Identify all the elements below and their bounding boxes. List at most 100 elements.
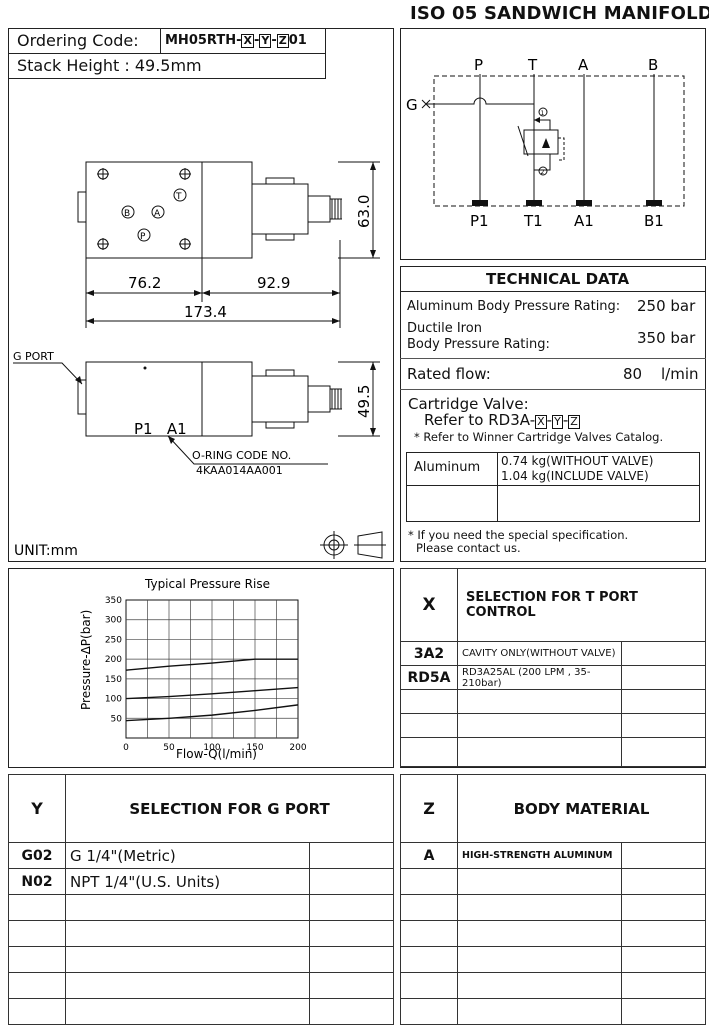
chart-series [125,658,299,722]
special-note-2: Please contact us. [416,541,521,555]
chart-xlabel: Flow-Q(l/min) [176,747,257,761]
special-note-1: * If you need the special specification. [408,528,629,542]
weight-without-valve: 0.74 kg(WITHOUT VALVE) [501,454,654,468]
chart-title: Typical Pressure Rise [144,577,270,591]
face-port-b: B [124,209,130,219]
unit-label: UNIT:mm [14,543,78,559]
table-row [400,868,706,895]
table-y: Y SELECTION FOR G PORT G02 G 1/4"(Metric… [8,774,394,1025]
ductile-value: 350 bar [637,329,696,347]
chart-ytick-label: 200 [105,655,122,665]
table-row: N02 NPT 1/4"(U.S. Units) [8,868,394,895]
cartridge-label: Cartridge Valve: [408,395,529,413]
chart-series-line-1 [125,686,299,700]
tech-divider-1 [400,358,706,359]
table-row [400,998,706,1025]
table-row [8,998,394,1025]
face-port-p: P [140,232,146,242]
schem-port-a1: A1 [574,212,594,230]
chart-xtick-label: 50 [163,743,175,753]
table-row [400,972,706,999]
code-prefix: MH05RTH- [165,33,242,48]
table-x: X SELECTION FOR T PORT CONTROL 3A2 CAVIT… [400,568,706,767]
table-row [400,737,706,767]
schematic-panel [400,28,706,260]
table-y-header: Y SELECTION FOR G PORT [8,774,394,843]
code-suffix: 01 [288,33,307,48]
weight-material: Aluminum [414,460,481,475]
table-z-letter: Z [400,774,458,843]
cartridge-ref-text: Refer to RD3A- [424,411,536,429]
chart-xtick-label: 200 [289,743,306,753]
cartridge-note: * Refer to Winner Cartridge Valves Catal… [414,430,664,444]
chart-panel [8,568,394,768]
aluminum-rating-label: Aluminum Body Pressure Rating: [407,299,621,314]
chart-ytick-label: 300 [105,616,122,626]
code-z-box: Z [276,34,289,48]
chart-grid [125,599,299,739]
chart-series-line-0 [125,658,298,671]
schem-mark-2: 2 [541,169,545,176]
ductile-label-1: Ductile Iron [407,321,482,336]
dim-right: 92.9 [257,274,290,292]
table-x-code-0: 3A2 [400,641,458,666]
schem-port-t1: T1 [523,212,543,230]
table-x-desc-1: RD3A25AL (200 LPM , 35-210bar) [457,665,622,690]
chart-xtick-label: 150 [246,743,263,753]
table-z-title: BODY MATERIAL [457,774,706,843]
table-row [400,713,706,738]
rated-flow-value: 80 [623,365,643,383]
schem-port-b1: B1 [644,212,664,230]
table-x-header: X SELECTION FOR T PORT CONTROL [400,568,706,642]
cartridge-y-box: Y [552,415,563,429]
face-port-t: T [175,192,182,202]
oring-label: O-RING CODE NO. [192,449,291,462]
table-row: G02 G 1/4"(Metric) [8,842,394,869]
ductile-label-2: Body Pressure Rating: [407,337,550,352]
side-port-labels: P1 A1 [134,420,187,438]
schem-port-b: B [648,56,658,74]
ordering-code-label: Ordering Code: [17,31,139,50]
aluminum-rating-value: 250 bar [637,297,696,315]
table-y-letter: Y [8,774,66,843]
adjust-screw-top [307,195,331,223]
schem-port-a: A [578,56,589,74]
table-y-code-0: G02 [8,842,66,869]
table-y-desc-1: NPT 1/4"(U.S. Units) [65,868,310,895]
table-row: 3A2 CAVITY ONLY(WITHOUT VALVE) [400,641,706,666]
table-z-extra-0 [621,842,706,869]
weight-include-valve: 1.04 kg(INCLUDE VALVE) [501,469,649,483]
chart-ytick-label: 50 [111,714,123,724]
table-x-extra-1 [621,665,706,690]
table-z-desc-0: HIGH-STRENGTH ALUMINUM [457,842,622,869]
table-z: Z BODY MATERIAL A HIGH-STRENGTH ALUMINUM [400,774,706,1025]
table-x-desc-0: CAVITY ONLY(WITHOUT VALVE) [457,641,622,666]
table-row [400,894,706,921]
table-x-title: SELECTION FOR T PORT CONTROL [457,568,706,642]
table-row [8,894,394,921]
chart-ytick-label: 150 [105,675,122,685]
table-row [400,946,706,973]
table-y-title: SELECTION FOR G PORT [65,774,394,843]
table-row [400,689,706,714]
chart-xtick-label: 100 [203,743,220,753]
cartridge-z-box: Z [568,415,580,429]
schem-port-p: P [474,56,483,74]
hydraulic-schematic: P T A B P1 T1 A1 B1 G 1 2 [406,56,685,230]
table-x-letter: X [400,568,458,642]
chart-xtick-label: 0 [123,743,129,753]
code-y-box: Y [259,34,272,48]
chart-ytick-label: 350 [105,596,122,606]
dim-total: 173.4 [184,303,227,321]
table-row [8,972,394,999]
cartridge-x-box: X [535,415,547,429]
table-y-extra-0 [309,842,394,869]
top-view-flange [77,191,87,223]
side-view-block [201,361,253,437]
dim-side: 49.5 [355,385,373,418]
schem-port-g: G [406,96,418,114]
chart-series-line-2 [125,704,299,722]
g-port-label: G PORT [13,350,54,363]
